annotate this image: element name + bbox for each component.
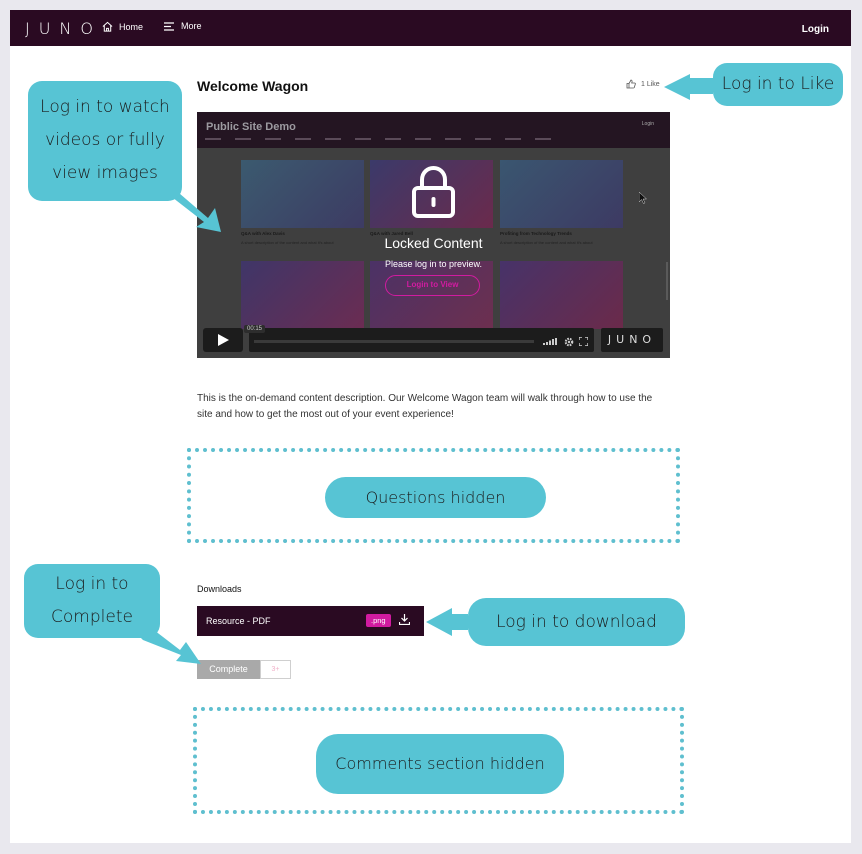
download-icon[interactable] bbox=[399, 614, 410, 625]
card-caption: Q&A with Alex Davis bbox=[241, 231, 285, 236]
comments-placeholder bbox=[193, 707, 684, 814]
nav-more[interactable]: More bbox=[164, 21, 202, 31]
preview-title: Public Site Demo bbox=[206, 121, 296, 133]
arrow-complete bbox=[138, 627, 201, 664]
questions-placeholder bbox=[187, 448, 680, 543]
arrow-like bbox=[664, 74, 713, 100]
menu-icon bbox=[164, 21, 174, 31]
resource-download-row[interactable]: Resource - PDF .png bbox=[197, 606, 424, 636]
video-player[interactable]: Public Site Demo Login Q&A with Alex Dav… bbox=[197, 112, 670, 358]
comments-hidden-callout: Comments section hidden bbox=[316, 734, 564, 794]
preview-card bbox=[241, 160, 364, 228]
complete-points: 3+ bbox=[260, 660, 291, 679]
like-callout: Log in to Like bbox=[713, 63, 843, 106]
nav-more-label: More bbox=[181, 21, 202, 31]
like-count: 1 Like bbox=[641, 80, 660, 88]
card-caption: Profiting from Technology Trends bbox=[500, 231, 572, 236]
preview-header: Public Site Demo Login bbox=[197, 112, 670, 148]
content-description: This is the on-demand content descriptio… bbox=[197, 393, 653, 420]
card-description: A short description of the content and w… bbox=[241, 240, 334, 245]
complete-callout-line: Log in to bbox=[55, 574, 129, 594]
complete-callout-line: Complete bbox=[51, 607, 133, 627]
juno-logo[interactable]: JUNO bbox=[25, 19, 102, 38]
questions-hidden-callout: Questions hidden bbox=[325, 477, 546, 518]
watch-callout: Log in to watch videos or fully view ima… bbox=[28, 81, 182, 201]
locked-content-subtitle: Please log in to preview. bbox=[384, 259, 483, 269]
arrow-download bbox=[426, 608, 468, 636]
volume-icon[interactable] bbox=[543, 338, 557, 345]
watch-callout-line: Log in to watch bbox=[40, 97, 170, 117]
like-button[interactable]: 1 Like bbox=[626, 79, 660, 89]
login-to-view-button[interactable]: Login to View bbox=[385, 275, 480, 296]
watch-callout-line: view images bbox=[52, 163, 158, 183]
locked-content-title: Locked Content bbox=[384, 235, 483, 251]
progress-track[interactable] bbox=[254, 340, 534, 343]
complete-button[interactable]: Complete bbox=[197, 660, 260, 679]
nav-home[interactable]: Home bbox=[102, 21, 143, 32]
settings-gear-icon[interactable] bbox=[564, 337, 574, 347]
player-logo[interactable]: JUNO bbox=[601, 328, 663, 352]
watch-callout-line: videos or fully bbox=[45, 130, 165, 150]
timestamp-tooltip: 00:15 bbox=[244, 325, 266, 333]
preview-card bbox=[241, 261, 364, 329]
complete-callout: Log in to Complete bbox=[24, 564, 160, 638]
page-title: Welcome Wagon bbox=[197, 78, 309, 94]
preview-scrollbar bbox=[666, 262, 668, 300]
card-caption: Q&A with Jared Bell bbox=[370, 231, 413, 236]
preview-login: Login bbox=[641, 121, 654, 127]
download-callout: Log in to download bbox=[468, 598, 685, 646]
mouse-cursor-icon bbox=[639, 192, 647, 204]
downloads-heading: Downloads bbox=[197, 584, 242, 594]
file-type-badge: .png bbox=[366, 614, 391, 627]
play-button[interactable] bbox=[203, 328, 243, 352]
card-description: A short description of the content and w… bbox=[500, 240, 593, 245]
app-frame: JUNO Home More Login Welcome Wagon 1 Lik… bbox=[10, 10, 851, 843]
play-icon bbox=[218, 334, 229, 346]
home-icon bbox=[102, 21, 113, 32]
preview-card bbox=[500, 160, 623, 228]
top-navbar: JUNO Home More Login bbox=[10, 10, 851, 46]
login-link[interactable]: Login bbox=[801, 24, 829, 35]
video-progress-bar[interactable] bbox=[249, 328, 594, 352]
lock-icon bbox=[412, 166, 455, 218]
thumbs-up-icon bbox=[626, 79, 636, 89]
preview-card bbox=[500, 261, 623, 329]
resource-name: Resource - PDF bbox=[206, 616, 271, 626]
nav-home-label: Home bbox=[119, 21, 144, 32]
preview-menu bbox=[205, 138, 551, 140]
